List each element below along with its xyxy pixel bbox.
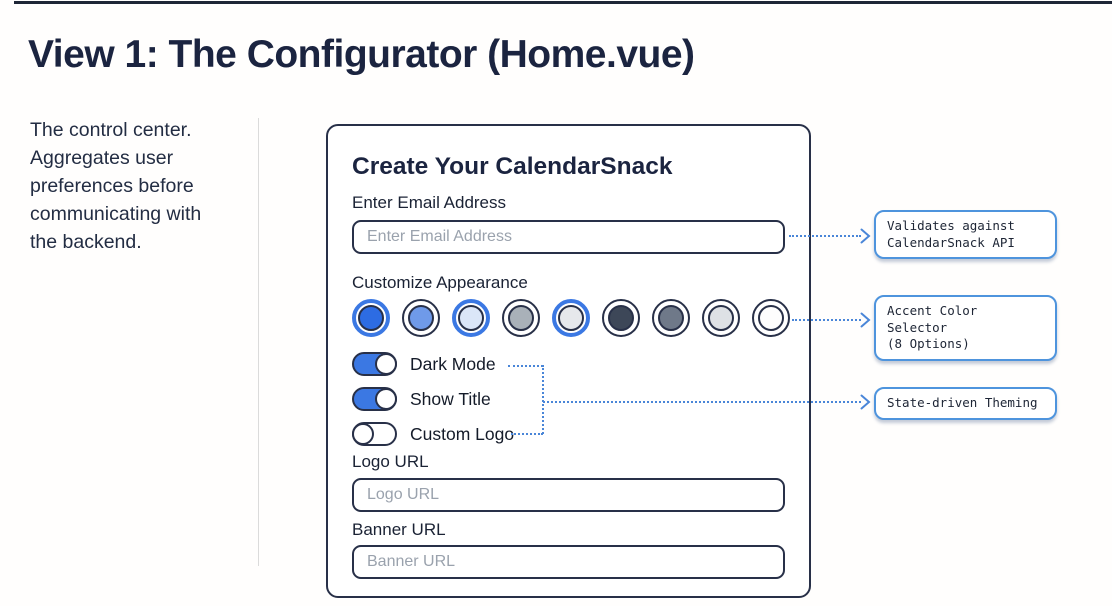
accent-color-swatch-silver[interactable] [702, 299, 740, 338]
toggle-row-dark-mode: Dark Mode [352, 352, 785, 377]
toggle-knob [352, 423, 374, 446]
callout-accent-selector: Accent Color Selector (8 Options) [874, 295, 1057, 361]
swatch-fill [508, 305, 534, 332]
swatch-fill [458, 305, 484, 332]
card-title: Create Your CalendarSnack [352, 153, 673, 180]
arrowhead-icon [860, 312, 871, 328]
email-input[interactable] [352, 219, 785, 254]
view-description: The control center. Aggregates user pref… [30, 119, 202, 253]
top-rule [14, 1, 1112, 4]
swatch-fill [658, 305, 684, 332]
swatch-fill [408, 305, 434, 332]
arrowhead-icon [860, 228, 871, 244]
accent-color-swatch-dark-slate[interactable] [602, 299, 640, 338]
accent-color-row [352, 299, 790, 338]
swatch-fill [708, 305, 734, 332]
swatch-fill [608, 305, 634, 332]
connector-toggles-to-callout [543, 401, 861, 403]
toggle-label: Dark Mode [410, 353, 496, 374]
connector-toggle-bracket [542, 365, 544, 434]
logo-url-label: Logo URL [352, 452, 429, 472]
vertical-divider [258, 118, 259, 566]
banner-url-label: Banner URL [352, 519, 446, 539]
accent-color-swatch-cornflower[interactable] [402, 299, 440, 338]
swatch-fill [558, 305, 584, 332]
toggle-label: Show Title [410, 388, 491, 409]
connector-email-to-callout [789, 235, 861, 237]
connector-swatches-to-callout [792, 319, 861, 321]
swatch-fill [358, 305, 384, 332]
callout-validates-api: Validates against CalendarSnack API [874, 210, 1057, 259]
toggle-dark-mode[interactable] [352, 352, 397, 377]
connector-dark-mode-branch [508, 365, 543, 367]
accent-color-swatch-white[interactable] [752, 299, 790, 338]
configurator-card: Create Your CalendarSnack Enter Email Ad… [326, 124, 811, 598]
connector-custom-logo-branch [511, 433, 543, 435]
swatch-fill [758, 305, 784, 332]
accent-color-swatch-light-gray[interactable] [552, 299, 590, 338]
email-label: Enter Email Address [352, 193, 507, 213]
toggle-row-show-title: Show Title [352, 387, 785, 412]
arrowhead-icon [860, 394, 871, 410]
toggle-label: Custom Logo [410, 423, 515, 444]
accent-color-swatch-gray[interactable] [502, 299, 540, 338]
accent-color-swatch-blue[interactable] [352, 299, 390, 338]
toggle-list: Dark Mode Show Title Custom Logo [352, 352, 785, 447]
page-title: View 1: The Configurator (Home.vue) [28, 33, 695, 76]
accent-color-swatch-light-blue[interactable] [452, 299, 490, 338]
toggle-knob [375, 353, 397, 376]
toggle-row-custom-logo: Custom Logo [352, 422, 785, 447]
toggle-custom-logo[interactable] [352, 422, 397, 447]
toggle-show-title[interactable] [352, 387, 397, 412]
banner-url-input[interactable] [352, 544, 785, 579]
toggle-knob [375, 388, 397, 411]
appearance-label: Customize Appearance [352, 272, 528, 292]
logo-url-input[interactable] [352, 477, 785, 512]
accent-color-swatch-slate[interactable] [652, 299, 690, 338]
callout-state-theming: State-driven Theming [874, 387, 1057, 420]
